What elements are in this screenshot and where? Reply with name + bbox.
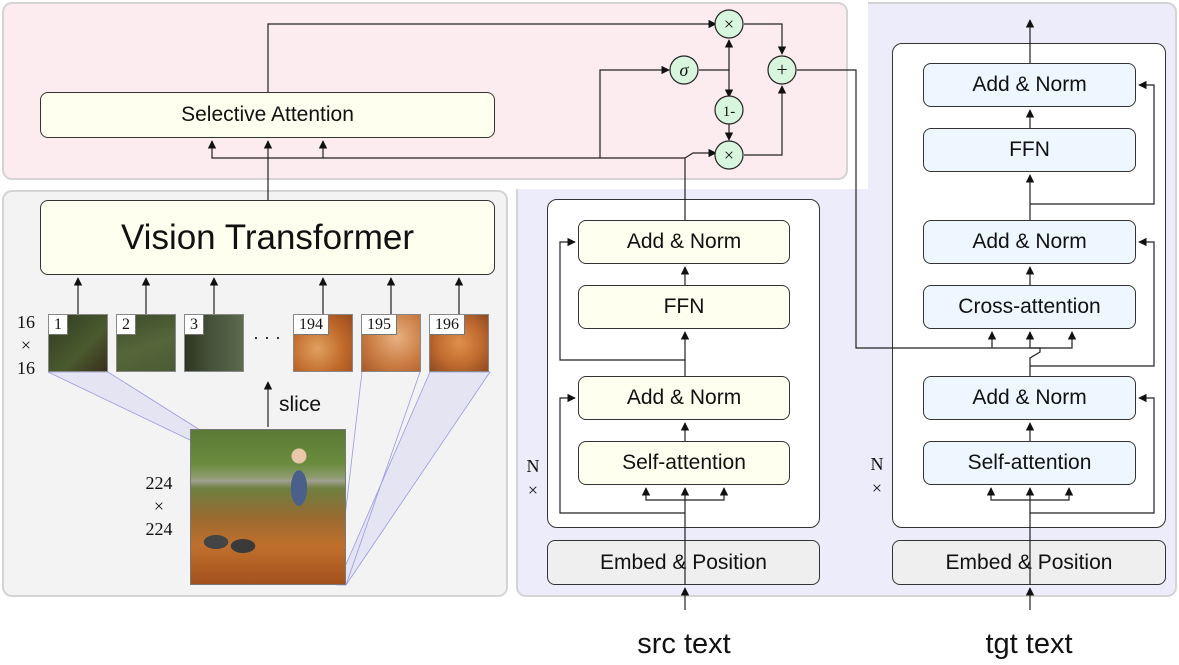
decoder-add-norm-mid: Add & Norm	[923, 220, 1136, 264]
decoder-add-norm-mid-label: Add & Norm	[972, 230, 1087, 253]
encoder-repeat-n: N	[526, 456, 540, 476]
gate-multiply-top-symbol: ×	[724, 14, 734, 34]
patch-196: 196	[429, 314, 489, 372]
decoder-repeat-n: N	[870, 454, 884, 474]
gate-multiply-bottom-symbol: ×	[724, 145, 734, 165]
tgt-text-label: tgt text	[985, 628, 1073, 660]
image-size-label: 224 × 224	[135, 472, 183, 541]
encoder-add-norm-top-label: Add & Norm	[626, 230, 742, 253]
decoder-ffn: FFN	[923, 128, 1136, 172]
gate-one-minus	[714, 95, 744, 125]
decoder-add-norm-top-label: Add & Norm	[972, 73, 1087, 96]
decoder-repeat-label: N ×	[867, 452, 887, 500]
encoder-add-norm-top: Add & Norm	[578, 220, 790, 264]
fusion-panel	[2, 2, 848, 180]
encoder-self-attention: Self-attention	[578, 441, 790, 485]
patch-3-label: 3	[185, 315, 204, 335]
decoder-repeat-times: ×	[871, 478, 883, 498]
patch-size-top: 16	[17, 312, 35, 332]
patch-194: 194	[293, 314, 353, 372]
decoder-embed-position: Embed & Position	[892, 540, 1166, 585]
encoder-ffn: FFN	[578, 285, 790, 329]
image-size-top: 224	[145, 473, 173, 493]
patch-2: 2	[116, 314, 176, 372]
patch-size-label: 16 × 16	[10, 311, 42, 380]
selective-attention-box: Selective Attention	[40, 92, 495, 138]
encoder-repeat-label: N ×	[523, 454, 543, 502]
decoder-cross-attention-label: Cross-attention	[958, 295, 1101, 318]
image-size-bottom: 224	[145, 519, 173, 539]
encoder-add-norm-bottom-label: Add & Norm	[626, 386, 742, 409]
encoder-self-attention-label: Self-attention	[622, 451, 746, 474]
patch-1: 1	[48, 314, 108, 372]
gate-sigma-symbol: σ	[680, 60, 690, 80]
gate-plus	[767, 55, 797, 85]
vision-transformer-box: Vision Transformer	[40, 200, 495, 275]
patch-1-label: 1	[49, 315, 68, 335]
patch-195-label: 195	[362, 315, 397, 335]
patch-196-label: 196	[430, 315, 465, 335]
src-text-label: src text	[637, 628, 731, 660]
encoder-ffn-label: FFN	[663, 295, 705, 318]
patch-size-times: ×	[20, 335, 32, 355]
encoder-repeat-times: ×	[527, 480, 539, 500]
gate-multiply-bottom	[714, 140, 744, 170]
patch-2-label: 2	[117, 315, 136, 335]
patch-3: 3	[184, 314, 244, 372]
gate-one-minus-symbol: 1-	[723, 104, 736, 120]
patch-ellipsis: · · ·	[253, 327, 281, 347]
input-image	[190, 429, 346, 585]
slice-label: slice	[279, 393, 322, 416]
decoder-embed-position-label: Embed & Position	[945, 550, 1113, 574]
decoder-self-attention: Self-attention	[923, 441, 1136, 485]
patch-195: 195	[361, 314, 421, 372]
decoder-add-norm-top: Add & Norm	[923, 63, 1136, 107]
decoder-ffn-label: FFN	[1009, 138, 1050, 161]
decoder-cross-attention: Cross-attention	[923, 285, 1136, 329]
image-size-times: ×	[153, 496, 165, 516]
selective-attention-label: Selective Attention	[181, 103, 354, 126]
decoder-add-norm-bottom-label: Add & Norm	[972, 386, 1087, 409]
patch-194-label: 194	[294, 315, 329, 335]
encoder-embed-position: Embed & Position	[547, 540, 820, 585]
decoder-self-attention-label: Self-attention	[967, 451, 1092, 474]
vision-transformer-label: Vision Transformer	[120, 217, 415, 257]
gate-plus-symbol: +	[776, 59, 787, 81]
gate-sigma	[669, 55, 699, 85]
encoder-add-norm-bottom: Add & Norm	[578, 376, 790, 420]
gate-multiply-top	[714, 9, 744, 39]
decoder-add-norm-bottom: Add & Norm	[923, 376, 1136, 420]
encoder-embed-position-label: Embed & Position	[600, 550, 767, 574]
patch-size-bottom: 16	[17, 358, 35, 378]
